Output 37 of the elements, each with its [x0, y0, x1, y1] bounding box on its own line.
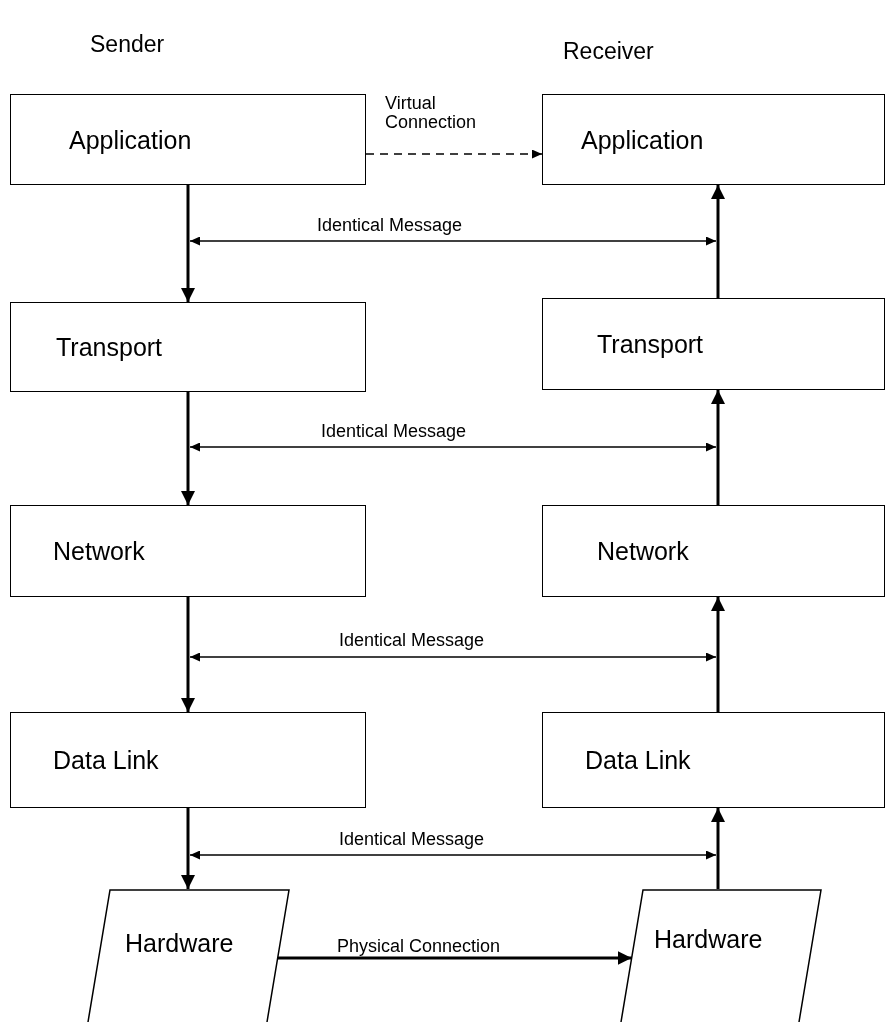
- layer-box: [10, 505, 366, 597]
- arrow: [181, 185, 195, 302]
- layer-label: Data Link: [53, 746, 159, 775]
- arrow-label: Identical Message: [338, 830, 486, 849]
- layer-label: Application: [69, 125, 192, 155]
- hardware-parallelogram: [620, 889, 822, 1022]
- arrow: [711, 808, 725, 889]
- layer-label: Hardware: [125, 929, 234, 958]
- column-heading: Sender: [90, 31, 165, 58]
- arrow: [277, 951, 632, 965]
- layer-label: Transport: [597, 330, 704, 359]
- layer-box: [10, 302, 366, 392]
- arrow-label: Identical Message: [316, 216, 464, 235]
- layer-label: Network: [53, 537, 145, 566]
- layer-label: Data Link: [585, 746, 691, 775]
- hardware-parallelogram: [87, 889, 290, 1022]
- arrow: [181, 392, 195, 505]
- edge-label: Physical Connection: [336, 937, 502, 956]
- layer-box: [10, 712, 366, 808]
- arrow-label: Identical Message: [338, 631, 486, 650]
- arrow: [711, 390, 725, 505]
- arrow: [711, 185, 725, 298]
- layer-box: [542, 94, 885, 185]
- layer-label: Transport: [56, 333, 163, 362]
- layer-box: [542, 298, 885, 390]
- dashed-arrow: [365, 149, 543, 159]
- layer-box: [542, 712, 885, 808]
- arrow-label: Identical Message: [320, 422, 468, 441]
- layer-box: [10, 94, 366, 185]
- arrow: [711, 597, 725, 712]
- arrow: [181, 597, 195, 712]
- layer-label: Network: [597, 537, 689, 566]
- layer-box: [542, 505, 885, 597]
- arrow: [181, 808, 195, 889]
- layer-label: Hardware: [654, 925, 763, 954]
- column-heading: Receiver: [563, 38, 654, 65]
- layer-label: Application: [581, 125, 704, 155]
